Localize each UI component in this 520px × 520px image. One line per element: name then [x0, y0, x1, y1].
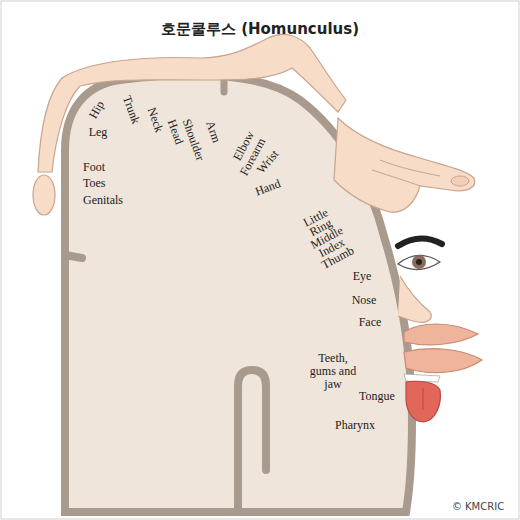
eye-figure: [398, 255, 440, 269]
tongue-line: [423, 388, 424, 410]
sulcus-fold: [238, 370, 266, 512]
tongue-figure: [406, 381, 440, 422]
fingernail: [451, 176, 469, 186]
body-part-label: Foot: [83, 161, 105, 174]
diagram-title: 호문쿨루스 (Homunculus): [0, 20, 520, 39]
hand-figure: [334, 118, 475, 212]
sulcus-fold: [65, 255, 82, 258]
finger-line: [372, 160, 440, 186]
body-part-label: Eye: [353, 270, 372, 283]
body-part-label: Face: [359, 316, 382, 329]
iris: [412, 255, 426, 269]
body-part-label: Pharynx: [335, 419, 375, 432]
body-part-label: Teeth, gums and jaw: [309, 352, 357, 392]
body-part-label: Leg: [89, 126, 108, 139]
pupil: [416, 259, 422, 265]
teeth-figure: [404, 374, 440, 382]
body-part-label: Tongue: [359, 390, 395, 403]
body-part-label: Toes: [83, 177, 106, 190]
copyright-notice: © KMCRIC: [452, 501, 504, 512]
eyebrow: [398, 238, 442, 246]
body-part-label: Genitals: [83, 194, 123, 207]
nose-figure: [398, 276, 431, 322]
body-part-label: Nose: [352, 294, 377, 307]
upper-lip: [404, 324, 478, 345]
body-figure: [38, 34, 346, 172]
lower-lip: [404, 349, 482, 373]
foot-figure: [33, 175, 55, 215]
